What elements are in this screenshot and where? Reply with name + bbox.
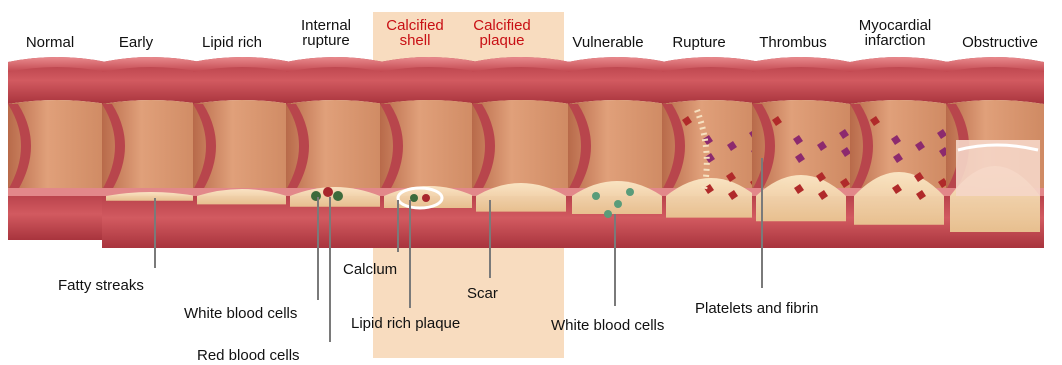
stage-label-line: Rupture <box>657 35 741 50</box>
vessel-lipid-rich <box>193 57 291 248</box>
stage-label-line: Vulnerable <box>560 35 656 50</box>
annotation-white-blood-cells-vulnerable: White blood cells <box>551 317 664 334</box>
vessel-thrombus <box>752 57 851 248</box>
annotation-platelets-and-fibrin: Platelets and fibrin <box>695 300 818 317</box>
stage-label-lipid-rich: Lipid rich <box>185 35 279 50</box>
annotation-calcium: Calclum <box>343 261 397 278</box>
stage-label-line: Myocardial <box>843 18 947 33</box>
vessel-internal-rupture <box>286 57 384 248</box>
vessel-normal <box>8 57 106 240</box>
stage-label-normal: Normal <box>10 35 90 50</box>
vessel-vulnerable <box>568 57 666 248</box>
annotation-fatty-streaks: Fatty streaks <box>58 277 144 294</box>
vessel-myocardial-infarction <box>850 57 949 248</box>
stage-label-vulnerable: Vulnerable <box>560 35 656 50</box>
annotation-white-blood-cells: White blood cells <box>184 305 297 322</box>
stage-label-line: Calcified <box>375 18 455 33</box>
stage-label-line: Early <box>100 35 172 50</box>
stage-label-calcified-plaque: Calcified plaque <box>462 18 542 48</box>
vessel-calcified-plaque <box>472 57 570 248</box>
annotation-lipid-rich-plaque: Lipid rich plaque <box>351 315 460 332</box>
stage-label-line: Thrombus <box>749 35 837 50</box>
annotation-red-blood-cells: Red blood cells <box>197 347 300 364</box>
stage-label-calcified-shell: Calcified shell <box>375 18 455 48</box>
vessel-calcified-shell <box>380 57 478 248</box>
stage-label-line: Normal <box>10 35 90 50</box>
stage-label-line: shell <box>375 33 455 48</box>
stage-label-line: Calcified <box>462 18 542 33</box>
stage-label-line: Lipid rich <box>185 35 279 50</box>
stage-label-line: Internal <box>288 18 364 33</box>
stage-label-thrombus: Thrombus <box>749 35 837 50</box>
stage-label-obstructive: Obstructive <box>944 35 1056 50</box>
stage-label-rupture: Rupture <box>657 35 741 50</box>
vessel-rupture <box>662 57 761 248</box>
stage-label-line: infarction <box>843 33 947 48</box>
vessel-early <box>102 57 200 248</box>
stage-label-line: plaque <box>462 33 542 48</box>
vessel-obstructive <box>946 57 1044 248</box>
annotation-scar: Scar <box>467 285 498 302</box>
stage-label-line: Obstructive <box>944 35 1056 50</box>
stage-label-myocardial-infarction: Myocardial infarction <box>843 18 947 48</box>
stage-label-internal-rupture: Internal rupture <box>288 18 364 48</box>
stage-label-line: rupture <box>288 33 364 48</box>
stage-label-early: Early <box>100 35 172 50</box>
